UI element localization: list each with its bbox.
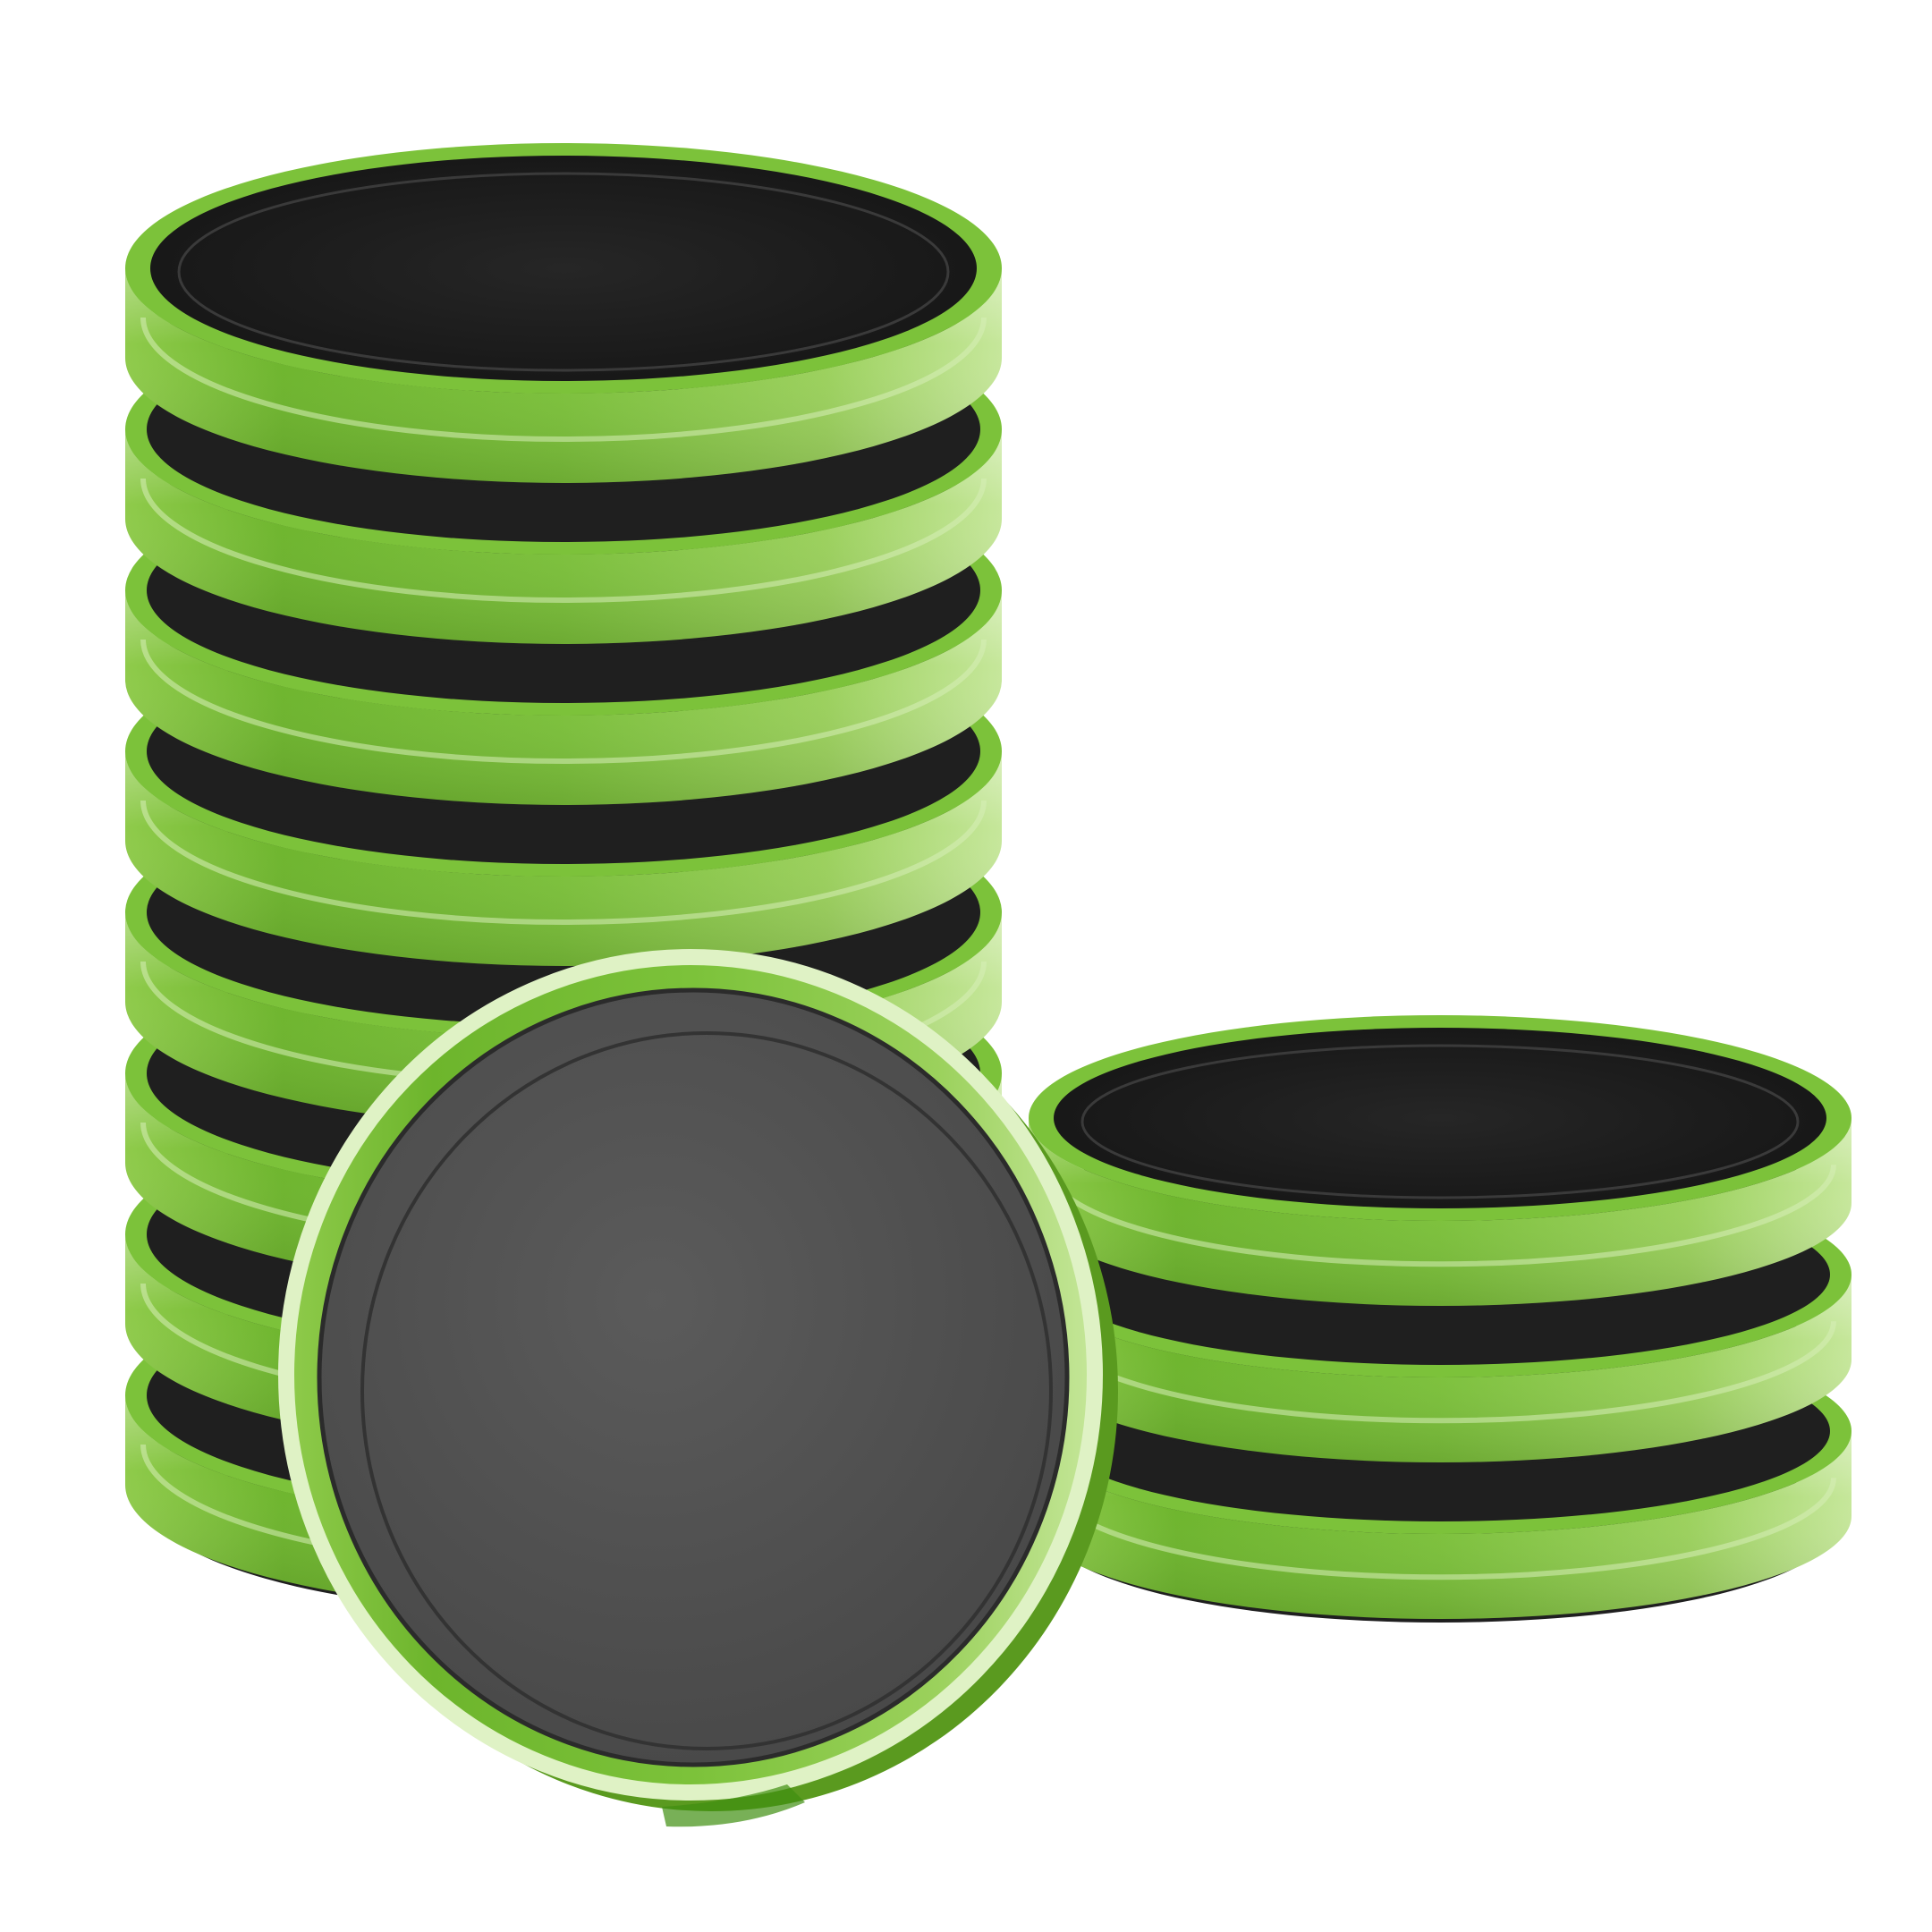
tall-disc-top-ring <box>177 172 950 372</box>
upright-disc <box>278 949 1118 1827</box>
short-disc-rim-highlight <box>1044 1165 1836 1267</box>
tall-disc-top-pad <box>150 156 977 381</box>
tall-disc-rim-highlight <box>140 478 987 603</box>
tall-disc-rim-sheen <box>125 429 1002 644</box>
short-disc <box>1029 1015 1852 1309</box>
tall-disc-rim-highlight <box>140 317 987 442</box>
upright-disc-glint <box>662 1784 805 1827</box>
short-disc-top-pad <box>1054 1028 1826 1208</box>
short-disc-rim-sheen <box>1029 1275 1852 1462</box>
short-disc-rim-sheen <box>1029 1431 1852 1619</box>
upright-disc-inner-ring <box>360 1031 1053 1750</box>
short-disc-stack <box>1029 1015 1852 1623</box>
tall-disc-rim-highlight <box>140 800 987 925</box>
tall-disc <box>125 143 1002 487</box>
short-disc-top-ring <box>1080 1044 1800 1199</box>
upright-disc-face <box>317 987 1070 1767</box>
tall-disc-rim-sheen <box>125 751 1002 966</box>
tall-disc-rim-highlight <box>140 639 987 764</box>
short-disc-rim-sheen <box>1029 1118 1852 1306</box>
tall-disc-rim-sheen <box>125 268 1002 483</box>
upright-disc-rim-highlight <box>278 949 1103 1801</box>
tall-disc-rim-sheen <box>125 590 1002 805</box>
